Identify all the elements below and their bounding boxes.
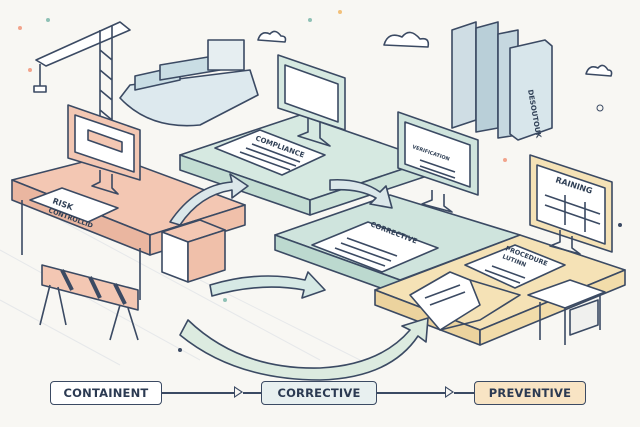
desk-icon bbox=[527, 279, 606, 345]
open-book-icon bbox=[409, 271, 521, 331]
compliance-document: COMPLIANCE bbox=[214, 129, 326, 176]
corrective-step: CORRECTIVE bbox=[261, 381, 377, 405]
monitor-icon bbox=[277, 54, 346, 147]
monitor-icon bbox=[67, 104, 141, 195]
arrow-icon bbox=[169, 173, 249, 226]
arrowhead-icon bbox=[234, 386, 243, 398]
cargo-ship-icon bbox=[119, 39, 259, 127]
arrow-icon bbox=[179, 317, 429, 381]
preventive-step: PREVENTIVE bbox=[474, 381, 586, 405]
crane-icon bbox=[33, 21, 131, 140]
filing-cabinet-icon bbox=[161, 219, 226, 283]
connector-line bbox=[377, 392, 445, 394]
flow-arrows bbox=[169, 173, 429, 381]
containment-step: CONTAINENT bbox=[50, 381, 162, 405]
cloud-icon bbox=[383, 31, 430, 48]
verification-monitor: VERIFICATION bbox=[397, 111, 479, 213]
arrowhead-icon bbox=[445, 386, 454, 398]
barrier-icon bbox=[39, 264, 139, 341]
connector-line bbox=[243, 392, 261, 394]
training-monitor: RAINING bbox=[529, 154, 613, 255]
cloud-icon bbox=[585, 64, 613, 77]
cloud-icon bbox=[257, 30, 287, 43]
connector-line bbox=[454, 392, 474, 394]
arrow-icon bbox=[329, 178, 393, 209]
arrow-icon bbox=[209, 271, 326, 299]
decorative-dots bbox=[18, 10, 622, 352]
floor-grid bbox=[0, 219, 361, 366]
connector-line bbox=[162, 392, 234, 394]
books-icon: DESOUTOUK bbox=[451, 21, 553, 141]
